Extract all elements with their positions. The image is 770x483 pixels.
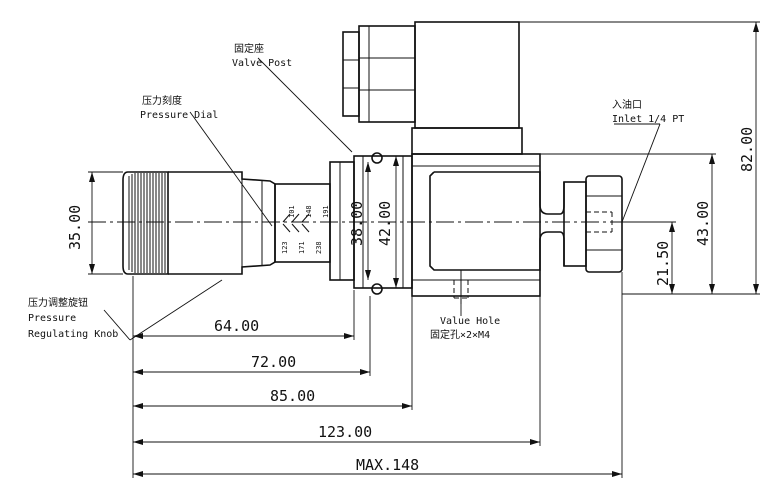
dim-21-5: 21.50 <box>654 222 675 294</box>
dim-38: 38.00 <box>348 162 371 280</box>
dim-label-38: 38.00 <box>348 201 366 246</box>
dial-scale-value: 191 <box>322 205 330 218</box>
top-housing <box>342 21 523 155</box>
dim-label-42: 42.00 <box>376 201 394 246</box>
pressure-dial-body <box>168 171 276 275</box>
dim-123: 123.00 <box>133 423 540 445</box>
dim-42: 42.00 <box>376 156 399 288</box>
dial-scale-value: 123 <box>281 241 289 254</box>
inlet-label-en: Inlet 1/4 PT <box>612 114 684 125</box>
pressure-regulating-knob <box>122 171 169 275</box>
dim-max-148: MAX.148 <box>133 456 622 477</box>
valve-post <box>329 152 413 295</box>
knurl-lines <box>128 173 166 273</box>
callout-valve-post: 固定座 Valve Post <box>232 42 292 69</box>
leader-lines <box>103 57 661 341</box>
dim-label-82: 82.00 <box>738 127 756 172</box>
extension-lines <box>88 21 760 478</box>
dim-72: 72.00 <box>133 353 370 375</box>
dial-scale-value: 171 <box>298 241 306 254</box>
callout-value-hole: Value Hole 固定孔×2×M4 <box>430 316 500 341</box>
dial-scale-value: 148 <box>305 205 313 218</box>
dim-64: 64.00 <box>133 317 354 339</box>
value-hole-label-en: Value Hole <box>440 316 500 327</box>
dim-label-123: 123.00 <box>318 423 372 441</box>
inlet-fitting <box>563 175 623 273</box>
dial-scale-value: 101 <box>288 205 296 218</box>
valve-post-label-cn: 固定座 <box>234 42 264 55</box>
dim-35: 35.00 <box>66 172 95 274</box>
dim-label-64: 64.00 <box>214 317 259 335</box>
callout-inlet: 入油口 Inlet 1/4 PT <box>612 98 684 125</box>
pressure-dial-label-en: Pressure Dial <box>140 110 218 121</box>
dim-label-21-5: 21.50 <box>654 241 672 286</box>
valve-body <box>411 153 565 304</box>
inlet-label-cn: 入油口 <box>612 98 642 111</box>
knob-label-en-line1: Pressure <box>28 313 76 324</box>
dim-label-72: 72.00 <box>251 353 296 371</box>
dim-label-35: 35.00 <box>66 205 84 250</box>
dim-82: 82.00 <box>738 22 759 294</box>
dim-label-43: 43.00 <box>694 201 712 246</box>
callout-pressure-dial: 压力刻度 Pressure Dial <box>140 94 218 121</box>
dial-scale-value: 238 <box>315 241 323 254</box>
o-ring-top <box>371 152 383 164</box>
dim-label-85: 85.00 <box>270 387 315 405</box>
knob-label-en-line2: Regulating Knob <box>28 329 118 340</box>
value-hole-label-cn: 固定孔×2×M4 <box>430 328 490 341</box>
dim-43: 43.00 <box>694 154 715 294</box>
knob-label-cn: 压力调整旋钮 <box>28 296 88 309</box>
callout-regulating-knob: 压力调整旋钮 Pressure Regulating Knob <box>28 296 118 340</box>
pressure-dial-label-cn: 压力刻度 <box>142 94 182 107</box>
dial-scale-section: 123 101 171 148 238 191 <box>274 183 331 263</box>
o-ring-bottom <box>371 283 383 295</box>
dim-label-max-148: MAX.148 <box>356 456 419 474</box>
valve-post-label-en: Valve Post <box>232 58 292 69</box>
dim-85: 85.00 <box>133 387 412 409</box>
